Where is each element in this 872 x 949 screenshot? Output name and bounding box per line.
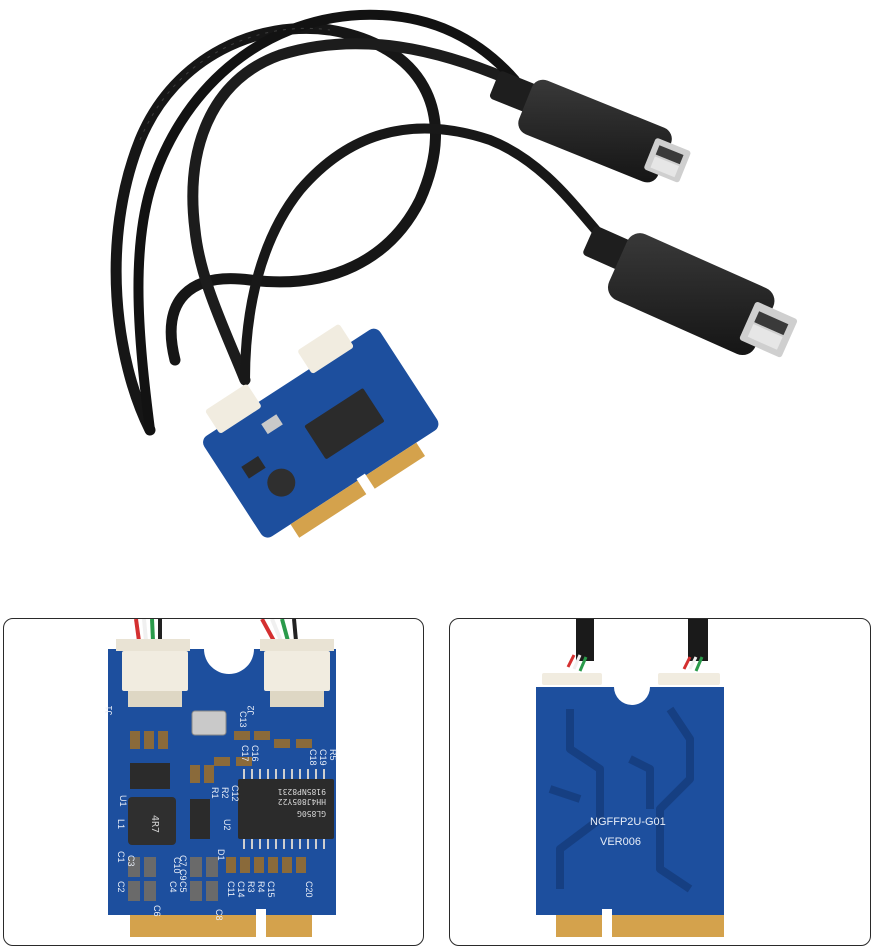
label-r1: R1 (210, 787, 220, 799)
label-c20: C20 (304, 881, 314, 898)
front-board-panel: J1 J2 C13 C16 C17 C18 C19 R5 R1 R2 C12 U… (3, 618, 424, 946)
pcb-body (536, 687, 724, 915)
board-wires (566, 619, 708, 672)
label-c10: C10 (172, 857, 182, 874)
label-u2: U2 (222, 819, 232, 831)
label-c9: C9 (178, 869, 188, 881)
back-board-panel: NGFFP2U-G01 VER006 (449, 618, 871, 946)
board-model-label: NGFFP2U-G01 (590, 816, 666, 828)
label-c16: C16 (250, 745, 260, 762)
gold-fingers (556, 909, 724, 939)
label-c11: C11 (226, 881, 236, 897)
usb-cable (187, 38, 516, 386)
product-photo (110, 9, 798, 538)
gold-fingers (130, 909, 312, 939)
back-board-illustration: NGFFP2U-G01 VER006 (536, 619, 724, 939)
chip-marking-line2: HH4J805Y22 (278, 797, 326, 806)
label-u1: U1 (118, 795, 128, 807)
usb-female-plug-lower (583, 226, 798, 358)
usb-cable (133, 9, 520, 435)
label-j1: J1 (104, 705, 114, 715)
label-c2: C2 (116, 881, 126, 893)
label-c6: C6 (152, 905, 162, 917)
label-c3: C3 (126, 855, 136, 867)
label-c17: C17 (240, 745, 250, 762)
chip-marking-line3: GL850G (297, 809, 326, 818)
connector-edge (658, 673, 720, 685)
connector-edge (542, 673, 602, 685)
front-board-illustration: J1 J2 C13 C16 C17 C18 C19 R5 R1 R2 C12 U… (104, 619, 338, 939)
label-c18: C18 (308, 749, 318, 766)
board-wires (134, 619, 298, 642)
chip-marking-line1: 9185NP8231 (278, 787, 326, 796)
label-c7: C7 (178, 855, 188, 867)
capacitors (128, 857, 218, 901)
pcb-traces (548, 706, 694, 893)
connector-j1 (116, 639, 190, 707)
usb-cable (110, 22, 441, 436)
label-c14: C14 (236, 881, 246, 898)
label-d1: D1 (216, 849, 226, 861)
label-c12: C12 (230, 785, 240, 802)
diode-d1 (190, 799, 210, 839)
usb-hub-chip-u2 (238, 769, 334, 849)
label-r5: R5 (328, 749, 338, 761)
label-c8: C8 (214, 909, 224, 921)
m2-adapter-board (203, 324, 439, 538)
passive-components (130, 731, 312, 873)
connector-j2 (260, 639, 334, 707)
label-r2: R2 (220, 787, 230, 799)
label-c1: C1 (116, 851, 126, 863)
label-c4: C4 (168, 881, 178, 893)
label-c5: C5 (178, 881, 188, 893)
label-l1: L1 (116, 819, 126, 829)
pcb-body (108, 649, 336, 915)
usb-cable (240, 123, 605, 385)
label-r4: R4 (256, 881, 266, 893)
inductor-l1 (128, 797, 176, 845)
usb-female-plug-upper (489, 71, 691, 183)
label-c19: C19 (318, 749, 328, 766)
board-version-label: VER006 (600, 836, 641, 848)
label-r3: R3 (246, 881, 256, 893)
inductor-marking: 4R7 (149, 815, 160, 833)
product-illustration (110, 9, 798, 538)
label-j2: J2 (246, 705, 256, 715)
crystal (191, 710, 227, 736)
regulator-u1 (130, 763, 170, 789)
label-c13: C13 (238, 711, 248, 728)
label-c15: C15 (266, 881, 276, 898)
